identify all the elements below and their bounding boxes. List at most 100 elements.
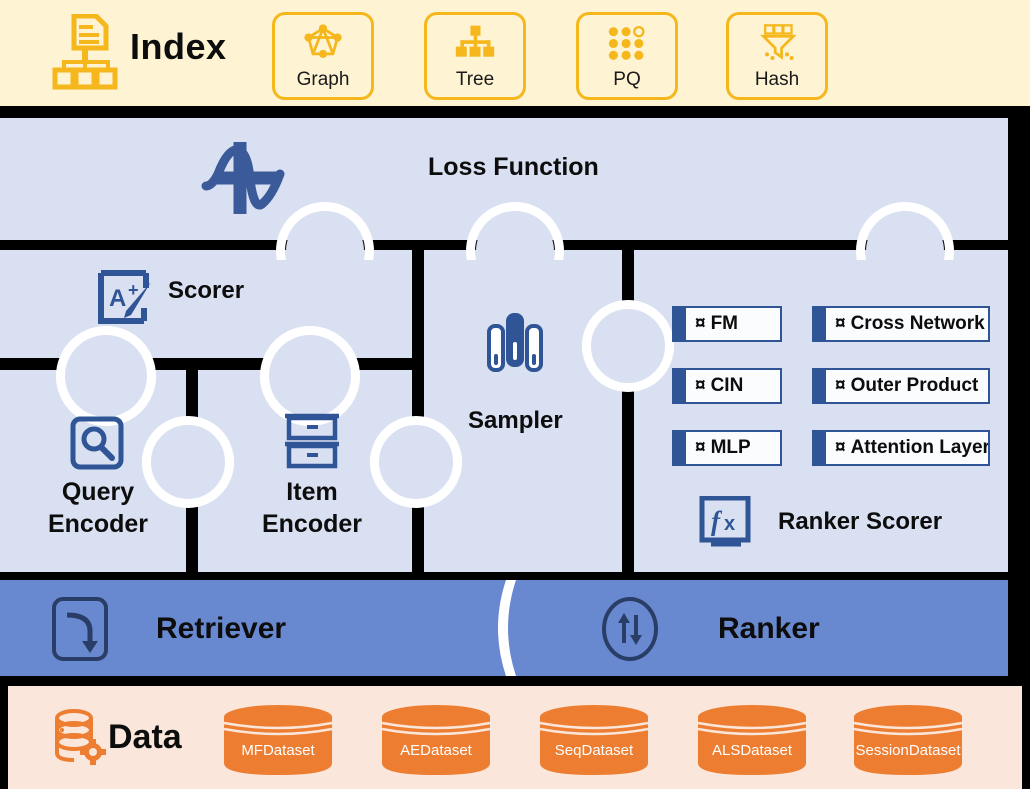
notch-query-right-top (142, 416, 234, 508)
dot-grid-icon (579, 22, 675, 64)
cell-sampler[interactable] (424, 250, 622, 572)
component-grid (0, 202, 1030, 572)
cylinder-shape (853, 705, 963, 775)
magnifier-box-icon (70, 416, 124, 470)
option-cross-network[interactable]: ¤ Cross Network (812, 306, 990, 342)
option-body: ¤ MLP (686, 430, 782, 466)
dataset-cylinder[interactable]: SeqDataset (538, 704, 650, 776)
option-label: FM (710, 313, 739, 334)
notch-query-top-2 (56, 326, 156, 426)
option-outer-product[interactable]: ¤ Outer Product (812, 368, 990, 404)
sampler-title: Sampler (468, 407, 563, 434)
svg-text:+: + (128, 280, 139, 300)
option-body: ¤ Cross Network (826, 306, 990, 342)
notch-item-top-2 (260, 326, 360, 426)
option-label: Attention Layer (850, 437, 990, 458)
index-document-tree-icon (52, 13, 122, 92)
index-card-graph[interactable]: Graph (272, 12, 374, 100)
notch-item-right-top (370, 416, 462, 508)
query-encoder-line1: Query (61, 478, 135, 506)
notch-sampler-right-top (582, 300, 674, 392)
graded-paper-icon: A + (96, 268, 158, 326)
option-label: Cross Network (850, 313, 985, 334)
arrow-return-box-icon (50, 597, 110, 661)
ranker-scorer-title: Ranker Scorer (778, 508, 943, 535)
query-encoder-title: Query Encoder (18, 476, 178, 540)
cell-ranker-panel[interactable] (634, 250, 1008, 572)
index-title: Index (130, 26, 227, 67)
option-label: CIN (710, 375, 744, 396)
option-body: ¤ FM (686, 306, 782, 342)
option-accent-bar (812, 306, 826, 342)
database-gear-icon (48, 708, 112, 768)
dataset-label: ALSDataset (711, 742, 793, 759)
option-body: ¤ Outer Product (826, 368, 990, 404)
option-accent-bar (672, 430, 686, 466)
index-card-label: PQ (613, 69, 641, 90)
grid-gap-right-edge (1008, 250, 1030, 572)
option-fm[interactable]: ¤ FM (672, 306, 782, 342)
notch-clip-scorer-top (276, 202, 374, 260)
option-bullet: ¤ (835, 437, 846, 458)
grid-gap-vertical-2 (622, 250, 634, 572)
option-bullet: ¤ (695, 375, 706, 396)
ranker-title: Ranker (718, 612, 820, 645)
cylinder-shape (223, 705, 333, 775)
dataset-cylinder[interactable]: AEDataset (380, 704, 492, 776)
dataset-cylinder[interactable]: ALSDataset (696, 704, 808, 776)
svg-text:A: A (109, 285, 126, 312)
option-body: ¤ Attention Layer (826, 430, 990, 466)
index-card-label: Graph (296, 69, 350, 90)
query-encoder-line2: Encoder (47, 510, 149, 538)
dataset-label: MFDataset (241, 742, 315, 759)
option-accent-bar (812, 368, 826, 404)
option-mlp[interactable]: ¤ MLP (672, 430, 782, 466)
index-card-tree[interactable]: Tree (424, 12, 526, 100)
option-bullet: ¤ (695, 313, 706, 334)
dataset-cylinder[interactable]: SessionDataset (852, 704, 964, 776)
data-title: Data (108, 718, 182, 756)
svg-text:f: f (711, 506, 723, 536)
index-card-label: Hash (754, 69, 800, 90)
dataset-label: SessionDataset (855, 742, 961, 759)
funnel-hash-icon (729, 22, 825, 64)
tree-hierarchy-icon (427, 22, 523, 64)
option-accent-bar (672, 306, 686, 342)
dataset-cylinder[interactable]: MFDataset (222, 704, 334, 776)
dataset-label: SeqDataset (554, 742, 634, 759)
data-band (8, 686, 1022, 789)
retriever-title: Retriever (156, 612, 287, 645)
svg-text:x: x (724, 513, 735, 535)
item-encoder-title: Item Encoder (228, 476, 396, 540)
stacked-boxes-icon (284, 410, 340, 470)
vials-bars-icon (486, 312, 544, 376)
index-card-pq[interactable]: PQ (576, 12, 678, 100)
notch-clip-ranker-top (856, 202, 954, 260)
notch-clip-sampler-top (466, 202, 564, 260)
option-label: Outer Product (850, 375, 979, 396)
item-encoder-line1: Item (286, 478, 338, 506)
graph-nodes-icon (275, 22, 371, 64)
dataset-label: AEDataset (400, 742, 472, 759)
option-accent-bar (672, 368, 686, 404)
item-encoder-line2: Encoder (261, 510, 363, 538)
option-label: MLP (710, 437, 751, 458)
cylinder-shape (697, 705, 807, 775)
option-body: ¤ CIN (686, 368, 782, 404)
cylinder-shape (539, 705, 649, 775)
option-attention-layer[interactable]: ¤ Attention Layer (812, 430, 990, 466)
cylinder-shape (381, 705, 491, 775)
pipeline-divider (484, 580, 528, 676)
scorer-title: Scorer (168, 277, 245, 304)
option-bullet: ¤ (695, 437, 706, 458)
index-card-hash[interactable]: Hash (726, 12, 828, 100)
math-function-wave-icon (196, 134, 296, 220)
loss-function-title: Loss Function (428, 153, 599, 181)
option-cin[interactable]: ¤ CIN (672, 368, 782, 404)
index-card-label: Tree (455, 69, 495, 90)
fx-formula-icon: f x (698, 495, 754, 550)
option-bullet: ¤ (835, 313, 846, 334)
option-bullet: ¤ (835, 375, 846, 396)
option-accent-bar (812, 430, 826, 466)
